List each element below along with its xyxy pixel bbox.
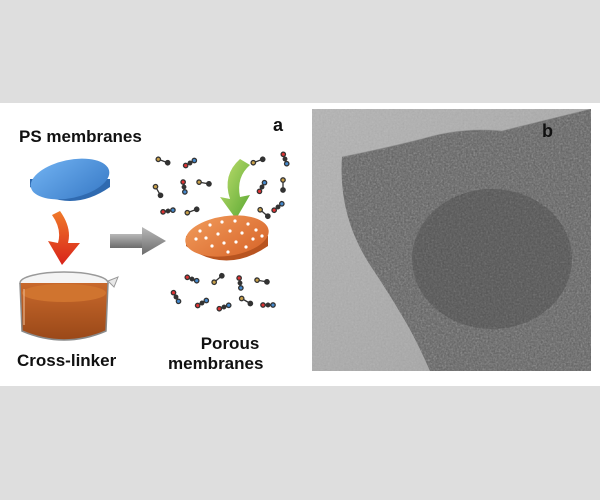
porous-label: Porous: [200, 334, 260, 353]
ps-membrane-disc: [30, 158, 110, 201]
ps-membranes-label: PS membranes: [19, 127, 142, 146]
panel-a-schematic: a PS membranes Cross-linker Porous membr…: [0, 103, 302, 386]
porous-membrane-disc: [185, 215, 269, 261]
cross-linker-label: Cross-linker: [17, 351, 117, 370]
red-down-arrow-icon: [48, 211, 80, 265]
gray-right-arrow-icon: [110, 227, 166, 255]
panel-b-tem-micrograph: b: [312, 109, 591, 371]
green-curved-arrow-icon: [220, 159, 250, 219]
panel-a-label: a: [273, 115, 284, 135]
tem-image: [312, 109, 591, 371]
panel-b-label: b: [542, 121, 553, 141]
molecule-icons: [152, 151, 290, 312]
schematic-drawing: [19, 151, 290, 341]
beaker-icon: [19, 271, 119, 341]
membranes-label: membranes: [168, 354, 264, 373]
